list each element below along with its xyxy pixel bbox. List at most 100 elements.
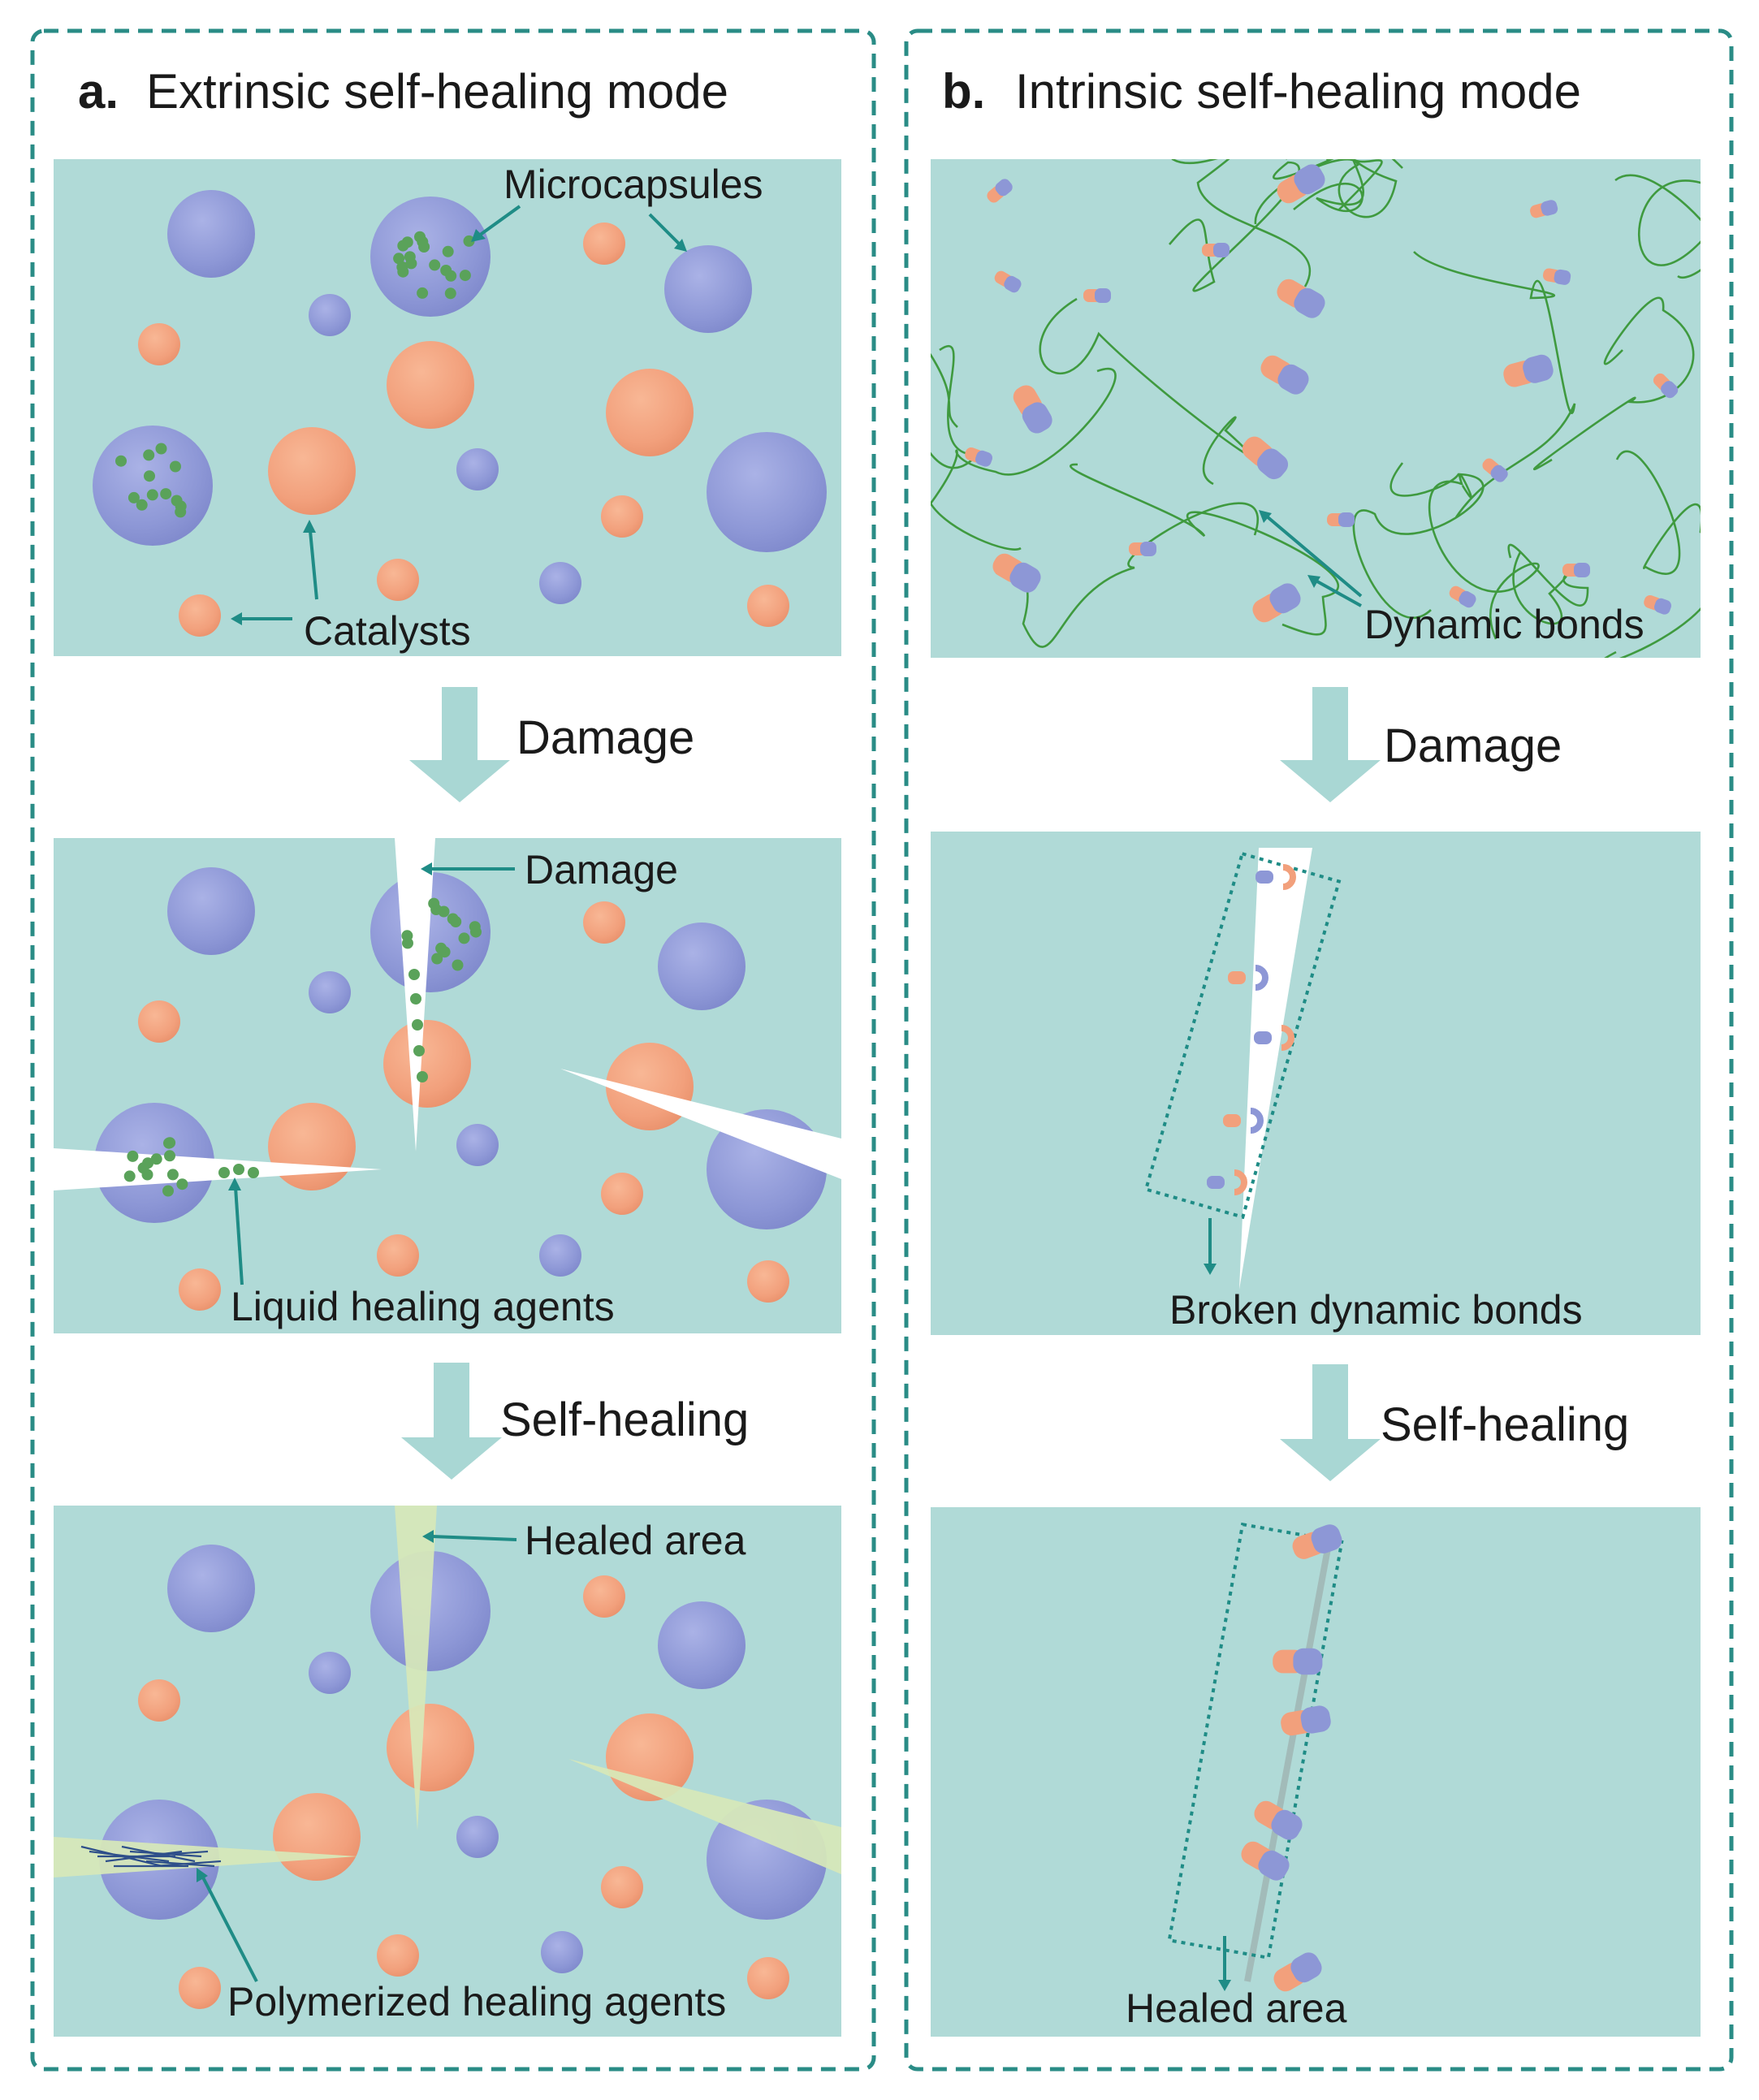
catalyst-particle: [138, 1000, 180, 1043]
healing-agent-dot: [176, 1178, 188, 1190]
panel-a-frame: [30, 28, 876, 2072]
healing-agent-dot: [248, 1167, 259, 1178]
healing-agent-dot: [142, 1157, 154, 1169]
polymer-chain: [1614, 174, 1701, 279]
broken-bond: [1207, 1169, 1247, 1195]
microcapsule: [539, 1234, 581, 1277]
healing-agent-dot: [442, 245, 454, 257]
microcapsule: [167, 1545, 255, 1632]
healing-agent-dot: [450, 916, 462, 927]
catalyst-particle: [601, 495, 643, 538]
dynamic-bond: [1542, 268, 1571, 285]
healing-agent-dot: [144, 470, 155, 482]
annotations: [197, 205, 1363, 1991]
healing-agent-dot: [428, 897, 440, 910]
dynamic-bond: [1252, 583, 1301, 623]
dynamic-bond: [1277, 164, 1325, 204]
healing-step-label-a: Self-healing: [500, 1394, 749, 1446]
polymer-chain: [1070, 463, 1339, 636]
dynamic-bond: [1241, 1841, 1290, 1881]
microcapsule: [539, 562, 581, 604]
microcapsule: [167, 190, 255, 278]
polymer-chain: [931, 344, 979, 469]
catalyst-particle: [383, 1020, 471, 1108]
healing-agent-dot: [405, 257, 417, 270]
panel-a-title: Extrinsic self-healing mode: [146, 64, 728, 119]
panel-b-frame: [904, 28, 1734, 2072]
broken-bond: [1256, 864, 1296, 890]
dynamic-bond: [994, 270, 1022, 293]
healing-agent-dot: [123, 1170, 136, 1182]
catalyst-particle: [377, 559, 419, 601]
dynamic-bond: [1292, 1524, 1342, 1559]
liquid-agents-label: Liquid healing agents: [231, 1284, 615, 1329]
microcapsule: [456, 1124, 499, 1166]
healing-agent-dot: [463, 235, 475, 247]
damage-step-label-b: Damage: [1384, 719, 1562, 772]
healing-agent-dot: [115, 455, 127, 467]
healing-agent-dot: [417, 287, 429, 299]
healing-agent-dot: [164, 1150, 175, 1162]
healing-arrow-b: [1280, 1364, 1381, 1481]
dynamic-bond: [1653, 373, 1679, 399]
dynamic-bond: [992, 553, 1041, 593]
healed-area-label-a: Healed area: [525, 1518, 746, 1563]
panel-b-healed: [931, 1507, 1701, 2037]
healing-agent-dot: [397, 240, 409, 252]
catalyst-particle: [387, 1704, 474, 1791]
catalysts-label: Catalysts: [304, 608, 471, 654]
dynamic-bond: [1242, 436, 1289, 480]
healing-agent-dot: [136, 499, 148, 511]
polymer-chain: [1171, 159, 1312, 287]
healed-crack: [54, 1837, 357, 1877]
healing-agent-dot: [417, 1071, 428, 1082]
damage-label: Damage: [525, 847, 678, 892]
catalyst-particle: [601, 1866, 643, 1908]
healing-agent-dot: [459, 270, 471, 282]
catalyst-particle: [268, 427, 356, 515]
polymer-chain: [1352, 462, 1485, 619]
dynamic-bond: [1129, 542, 1156, 556]
healing-agent-dot: [429, 259, 441, 271]
microcapsules-label: Microcapsules: [503, 162, 763, 207]
microcapsule: [658, 923, 746, 1010]
catalyst-particle: [179, 1268, 221, 1311]
microcapsule: [707, 432, 827, 552]
catalyst-particle: [601, 1173, 643, 1215]
healing-agent-dot: [413, 1045, 425, 1056]
broken-bond: [1254, 1025, 1294, 1051]
healing-agent-dot: [458, 932, 470, 944]
healing-agent-dot: [233, 1164, 244, 1175]
broken-bond: [1228, 965, 1268, 991]
dynamic-bond: [1083, 288, 1111, 303]
polymer-chain: [931, 368, 1117, 551]
healing-agent-dot: [438, 905, 450, 918]
dynamic-bond: [1482, 458, 1508, 482]
healed-crack: [568, 1759, 841, 1874]
healing-agent-dot: [444, 287, 456, 300]
microcapsule: [309, 971, 351, 1013]
catalyst-particle: [179, 1967, 221, 2009]
healing-agent-dot: [469, 921, 481, 933]
microcapsule: [309, 1652, 351, 1694]
microcapsule: [456, 1816, 499, 1858]
dynamic-bond: [965, 447, 993, 467]
healing-agent-dot: [435, 942, 447, 954]
healing-agent-dot: [146, 489, 158, 501]
dynamic-bond: [1260, 355, 1309, 395]
catalyst-particle: [268, 1103, 356, 1190]
healing-agent-dot: [393, 253, 405, 265]
dynamic-bonds-label: Dynamic bonds: [1364, 602, 1644, 647]
healing-agent-dot: [150, 1153, 162, 1165]
healing-agent-dot: [166, 1169, 179, 1181]
healing-agent-dot: [445, 270, 457, 282]
catalyst-particle: [179, 594, 221, 637]
healing-agent-dot: [402, 937, 413, 949]
healing-agent-dot: [163, 1137, 175, 1149]
damage-arrow-b: [1280, 687, 1381, 802]
healing-agent-dot: [431, 953, 443, 965]
polymer-chain: [1413, 251, 1576, 518]
catalyst-particle: [747, 1260, 789, 1303]
microcapsule: [370, 197, 491, 317]
catalyst-particle: [583, 1575, 625, 1618]
